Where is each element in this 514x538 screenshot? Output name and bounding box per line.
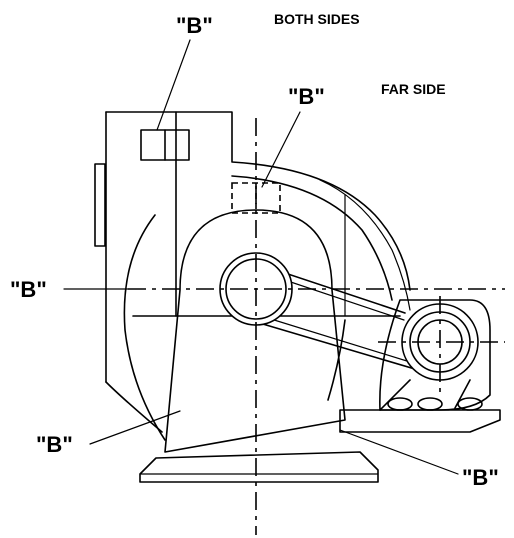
belt-bottom-outer [255, 321, 426, 373]
center-lines [128, 118, 505, 535]
scroll-arc-left [123, 214, 166, 441]
label-b-bottom-left: "B" [36, 432, 73, 457]
housing-outline-top [105, 111, 411, 291]
leader-b-bottom-left [89, 410, 181, 445]
blower-housing [94, 111, 411, 441]
label-b-left: "B" [10, 277, 47, 302]
motor-assembly [339, 299, 501, 433]
label-b-top: "B" [176, 13, 213, 38]
leader-b-far-side [261, 111, 301, 188]
motor-base-plate [339, 409, 501, 433]
label-both-sides: BOTH SIDES [274, 11, 360, 27]
label-b-far-side: "B" [288, 84, 325, 109]
motor-strut-left [379, 379, 411, 411]
side-plate [94, 163, 106, 247]
motor-foot-1 [387, 397, 413, 411]
label-far-side: FAR SIDE [381, 81, 446, 97]
scroll-arc-right [231, 175, 393, 301]
housing-lower-left [105, 381, 163, 433]
leader-lines [63, 39, 459, 475]
belt-bottom-inner [257, 314, 424, 367]
pedestal [139, 209, 379, 483]
leader-b-top [156, 39, 191, 131]
pedestal-base [139, 451, 379, 483]
pedestal-body [164, 209, 346, 453]
leader-b-bottom-right [339, 429, 459, 475]
motor-foot-2 [417, 397, 443, 411]
motor-housing [379, 299, 491, 411]
motor-foot-3 [457, 397, 483, 411]
label-b-bottom-right: "B" [462, 465, 499, 490]
